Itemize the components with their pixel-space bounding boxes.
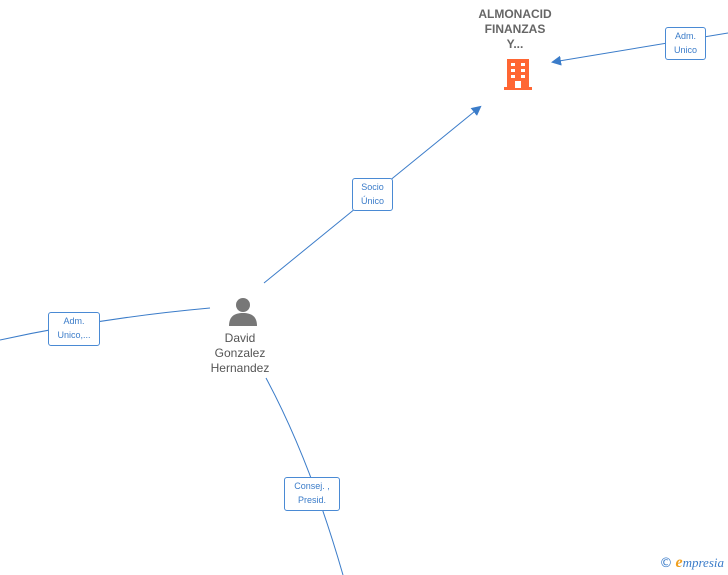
edge-adm-unico-left — [0, 307, 211, 341]
building-icon[interactable] — [502, 57, 534, 91]
edge-label-adm-unico-top[interactable]: Adm. Unico — [665, 27, 706, 60]
edge-label-line: Adm. — [674, 31, 696, 41]
person-icon[interactable] — [227, 296, 259, 328]
edge-label-line: Unico,... — [57, 330, 91, 340]
edge-label-line: Único — [360, 196, 384, 206]
company-label-line: Y... — [506, 37, 524, 51]
edge-label-socio-unico[interactable]: Socio Único — [352, 178, 393, 211]
copyright-symbol: © — [659, 556, 673, 571]
person-label-line: Gonzalez — [214, 346, 266, 360]
company-label[interactable]: ALMONACID FINANZAS Y... — [465, 7, 565, 52]
edge-label-line: Presid. — [297, 495, 326, 505]
edge-label-consej-presid[interactable]: Consej. , Presid. — [284, 477, 340, 511]
edge-label-line: Unico — [673, 45, 697, 55]
edge-label-line: Socio — [361, 182, 384, 192]
company-label-line: ALMONACID — [478, 7, 552, 21]
edge-label-line: Adm. — [63, 316, 85, 326]
edge-consej-presid — [265, 377, 344, 575]
edge-label-adm-unico-left[interactable]: Adm. Unico,... — [48, 312, 100, 346]
brand-name: mpresia — [682, 555, 724, 570]
person-label-line: David — [224, 331, 256, 345]
edge-label-line: Consej. , — [294, 481, 330, 491]
person-label-line: Hernandez — [210, 361, 270, 375]
empresia-watermark: ©empresia — [659, 554, 724, 572]
company-label-line: FINANZAS — [484, 22, 546, 36]
brand-initial: e — [675, 554, 683, 571]
person-label[interactable]: David Gonzalez Hernandez — [195, 331, 285, 376]
